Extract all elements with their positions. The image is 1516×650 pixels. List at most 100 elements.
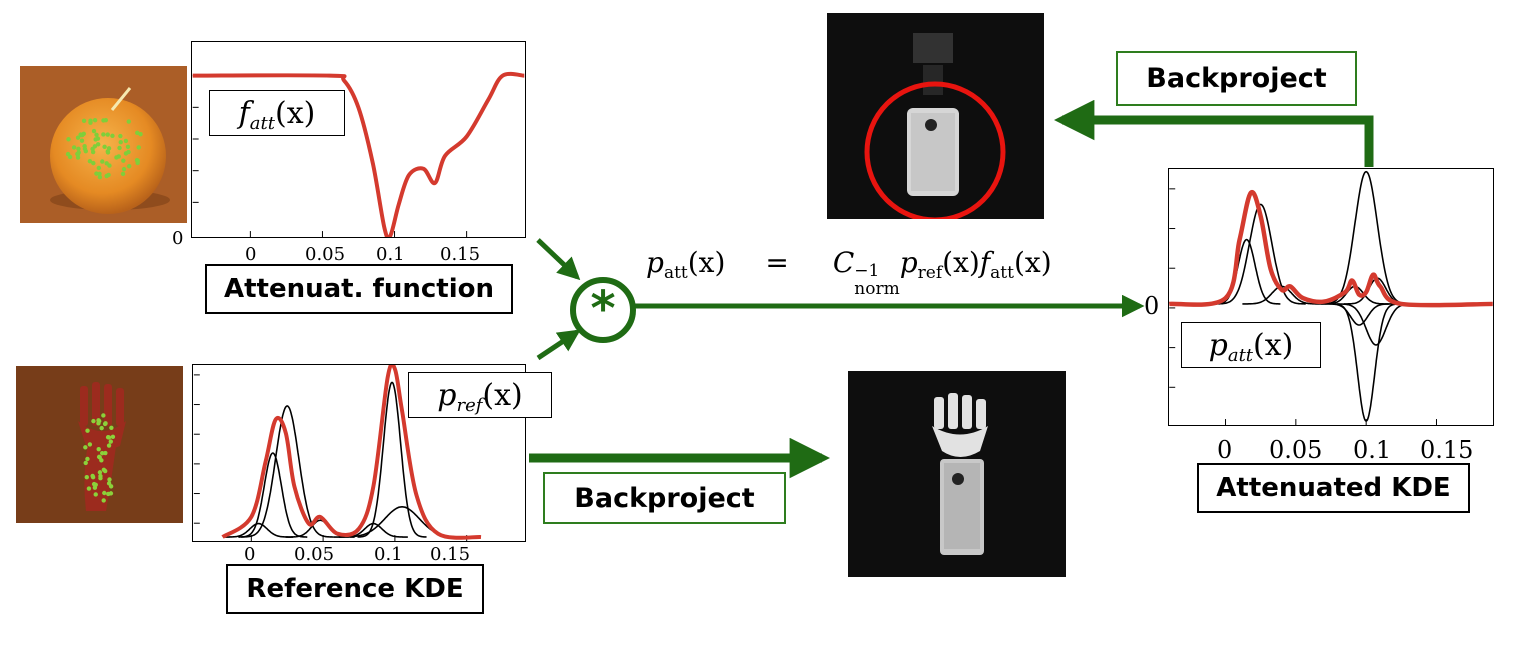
feature-dot xyxy=(106,491,111,497)
feature-dot xyxy=(65,151,71,157)
ref-tick-3: 0.15 xyxy=(430,544,471,565)
kde-component-curve xyxy=(1325,303,1393,326)
feature-dot xyxy=(100,450,105,456)
p-att-base: p xyxy=(1208,327,1228,363)
feature-dot xyxy=(93,492,98,497)
p-ref-arg: (x) xyxy=(482,377,523,413)
feature-dot xyxy=(117,145,122,151)
feature-dot xyxy=(120,171,126,177)
feature-dot xyxy=(93,137,98,142)
att-tick-3: 0.15 xyxy=(440,244,481,265)
feature-dot xyxy=(101,118,106,123)
feature-dot xyxy=(121,158,126,163)
eq-equals: = xyxy=(765,246,789,279)
ak-tick-0: 0 xyxy=(1217,436,1233,464)
p-ref-base: p xyxy=(437,377,457,413)
feature-dot xyxy=(110,434,116,439)
kde-component-curve xyxy=(1332,303,1400,422)
feature-dot xyxy=(101,413,106,418)
feature-dot xyxy=(108,439,113,444)
feature-dot xyxy=(85,456,90,462)
backprojection-attenuated-image xyxy=(827,13,1044,219)
attenuated-axis-zero: 0 xyxy=(1144,292,1160,320)
feature-dot xyxy=(91,128,97,134)
eq-c-sup: −1 xyxy=(854,261,880,281)
feature-dot xyxy=(92,485,98,490)
reference-kde-label: Reference KDE xyxy=(226,564,484,614)
feature-dot xyxy=(135,160,140,166)
eq-r2-base: f xyxy=(979,246,991,279)
feature-dot xyxy=(118,139,123,145)
feature-dot xyxy=(71,145,77,150)
feature-dot xyxy=(106,443,112,448)
feature-dot xyxy=(106,481,112,486)
kde-component-curve xyxy=(224,522,293,538)
feature-dot xyxy=(109,425,114,430)
eq-r1-sub: ref xyxy=(917,263,943,283)
ref-tick-2: 0.1 xyxy=(374,544,403,565)
attenuation-function-plot xyxy=(191,41,526,238)
eq-r1-arg: (x) xyxy=(942,246,980,279)
feature-dot xyxy=(125,144,131,150)
attenuation-axis-zero: 0 xyxy=(172,228,184,249)
feature-dot xyxy=(126,119,131,124)
feature-dot xyxy=(76,146,81,152)
feature-dot xyxy=(97,174,103,180)
feature-dot xyxy=(83,445,88,450)
eq-r2-sub: att xyxy=(990,263,1014,283)
attenuated-kde-curve xyxy=(1169,189,1493,308)
feature-dot xyxy=(105,132,110,137)
backproject-bottom-label: Backproject xyxy=(543,472,786,524)
p-ref-sub: ref xyxy=(456,394,483,416)
eq-lhs-base: p xyxy=(646,246,664,279)
eq-c-scripts: −1 norm xyxy=(854,262,899,298)
feature-dot xyxy=(87,442,93,447)
f-att-sub: att xyxy=(249,112,275,134)
feature-dot xyxy=(123,138,129,144)
ref-tick-0: 0 xyxy=(244,544,256,565)
kde-component-curve xyxy=(1336,303,1416,346)
eq-c-base: C xyxy=(832,246,855,279)
feature-dot xyxy=(91,418,96,424)
kde-component-curve xyxy=(241,405,334,538)
feature-dot xyxy=(101,467,107,473)
arrow-att-to-operator xyxy=(536,238,581,281)
feature-dot xyxy=(96,418,101,423)
feature-dot xyxy=(91,481,97,487)
feature-dot xyxy=(87,158,93,164)
feature-dot xyxy=(95,142,101,147)
reference-kde-curve xyxy=(221,365,482,540)
feature-dot xyxy=(81,118,87,123)
feature-dot xyxy=(84,474,89,480)
feature-dot xyxy=(105,435,111,440)
eq-lhs-sub: att xyxy=(663,263,688,283)
fork-photo xyxy=(16,366,183,523)
feature-dot xyxy=(121,166,127,172)
feature-dot xyxy=(138,132,143,137)
att-tick-0: 0 xyxy=(245,244,257,265)
feature-dot xyxy=(101,498,106,503)
feature-dot xyxy=(75,135,81,140)
feature-dot xyxy=(94,132,99,137)
p-att-sub: att xyxy=(1227,344,1254,366)
feature-dot xyxy=(102,421,108,427)
feature-dot xyxy=(98,476,103,481)
feature-dot xyxy=(86,486,92,491)
feature-dot xyxy=(97,455,102,460)
feature-dot xyxy=(78,132,83,137)
feature-dot xyxy=(90,474,96,480)
feature-dot xyxy=(76,150,81,155)
detection-circle xyxy=(864,81,1006,219)
feature-dot xyxy=(92,118,98,123)
ak-tick-2: 0.1 xyxy=(1353,436,1392,464)
feature-dot xyxy=(79,138,85,143)
eq-lhs-arg: (x) xyxy=(687,246,726,279)
feature-dot xyxy=(90,149,96,155)
convolution-operator-circle xyxy=(570,277,636,343)
feature-dot xyxy=(102,490,107,496)
feature-dot xyxy=(126,163,132,169)
feature-dot xyxy=(97,171,102,176)
ak-tick-1: 0.05 xyxy=(1269,436,1323,464)
